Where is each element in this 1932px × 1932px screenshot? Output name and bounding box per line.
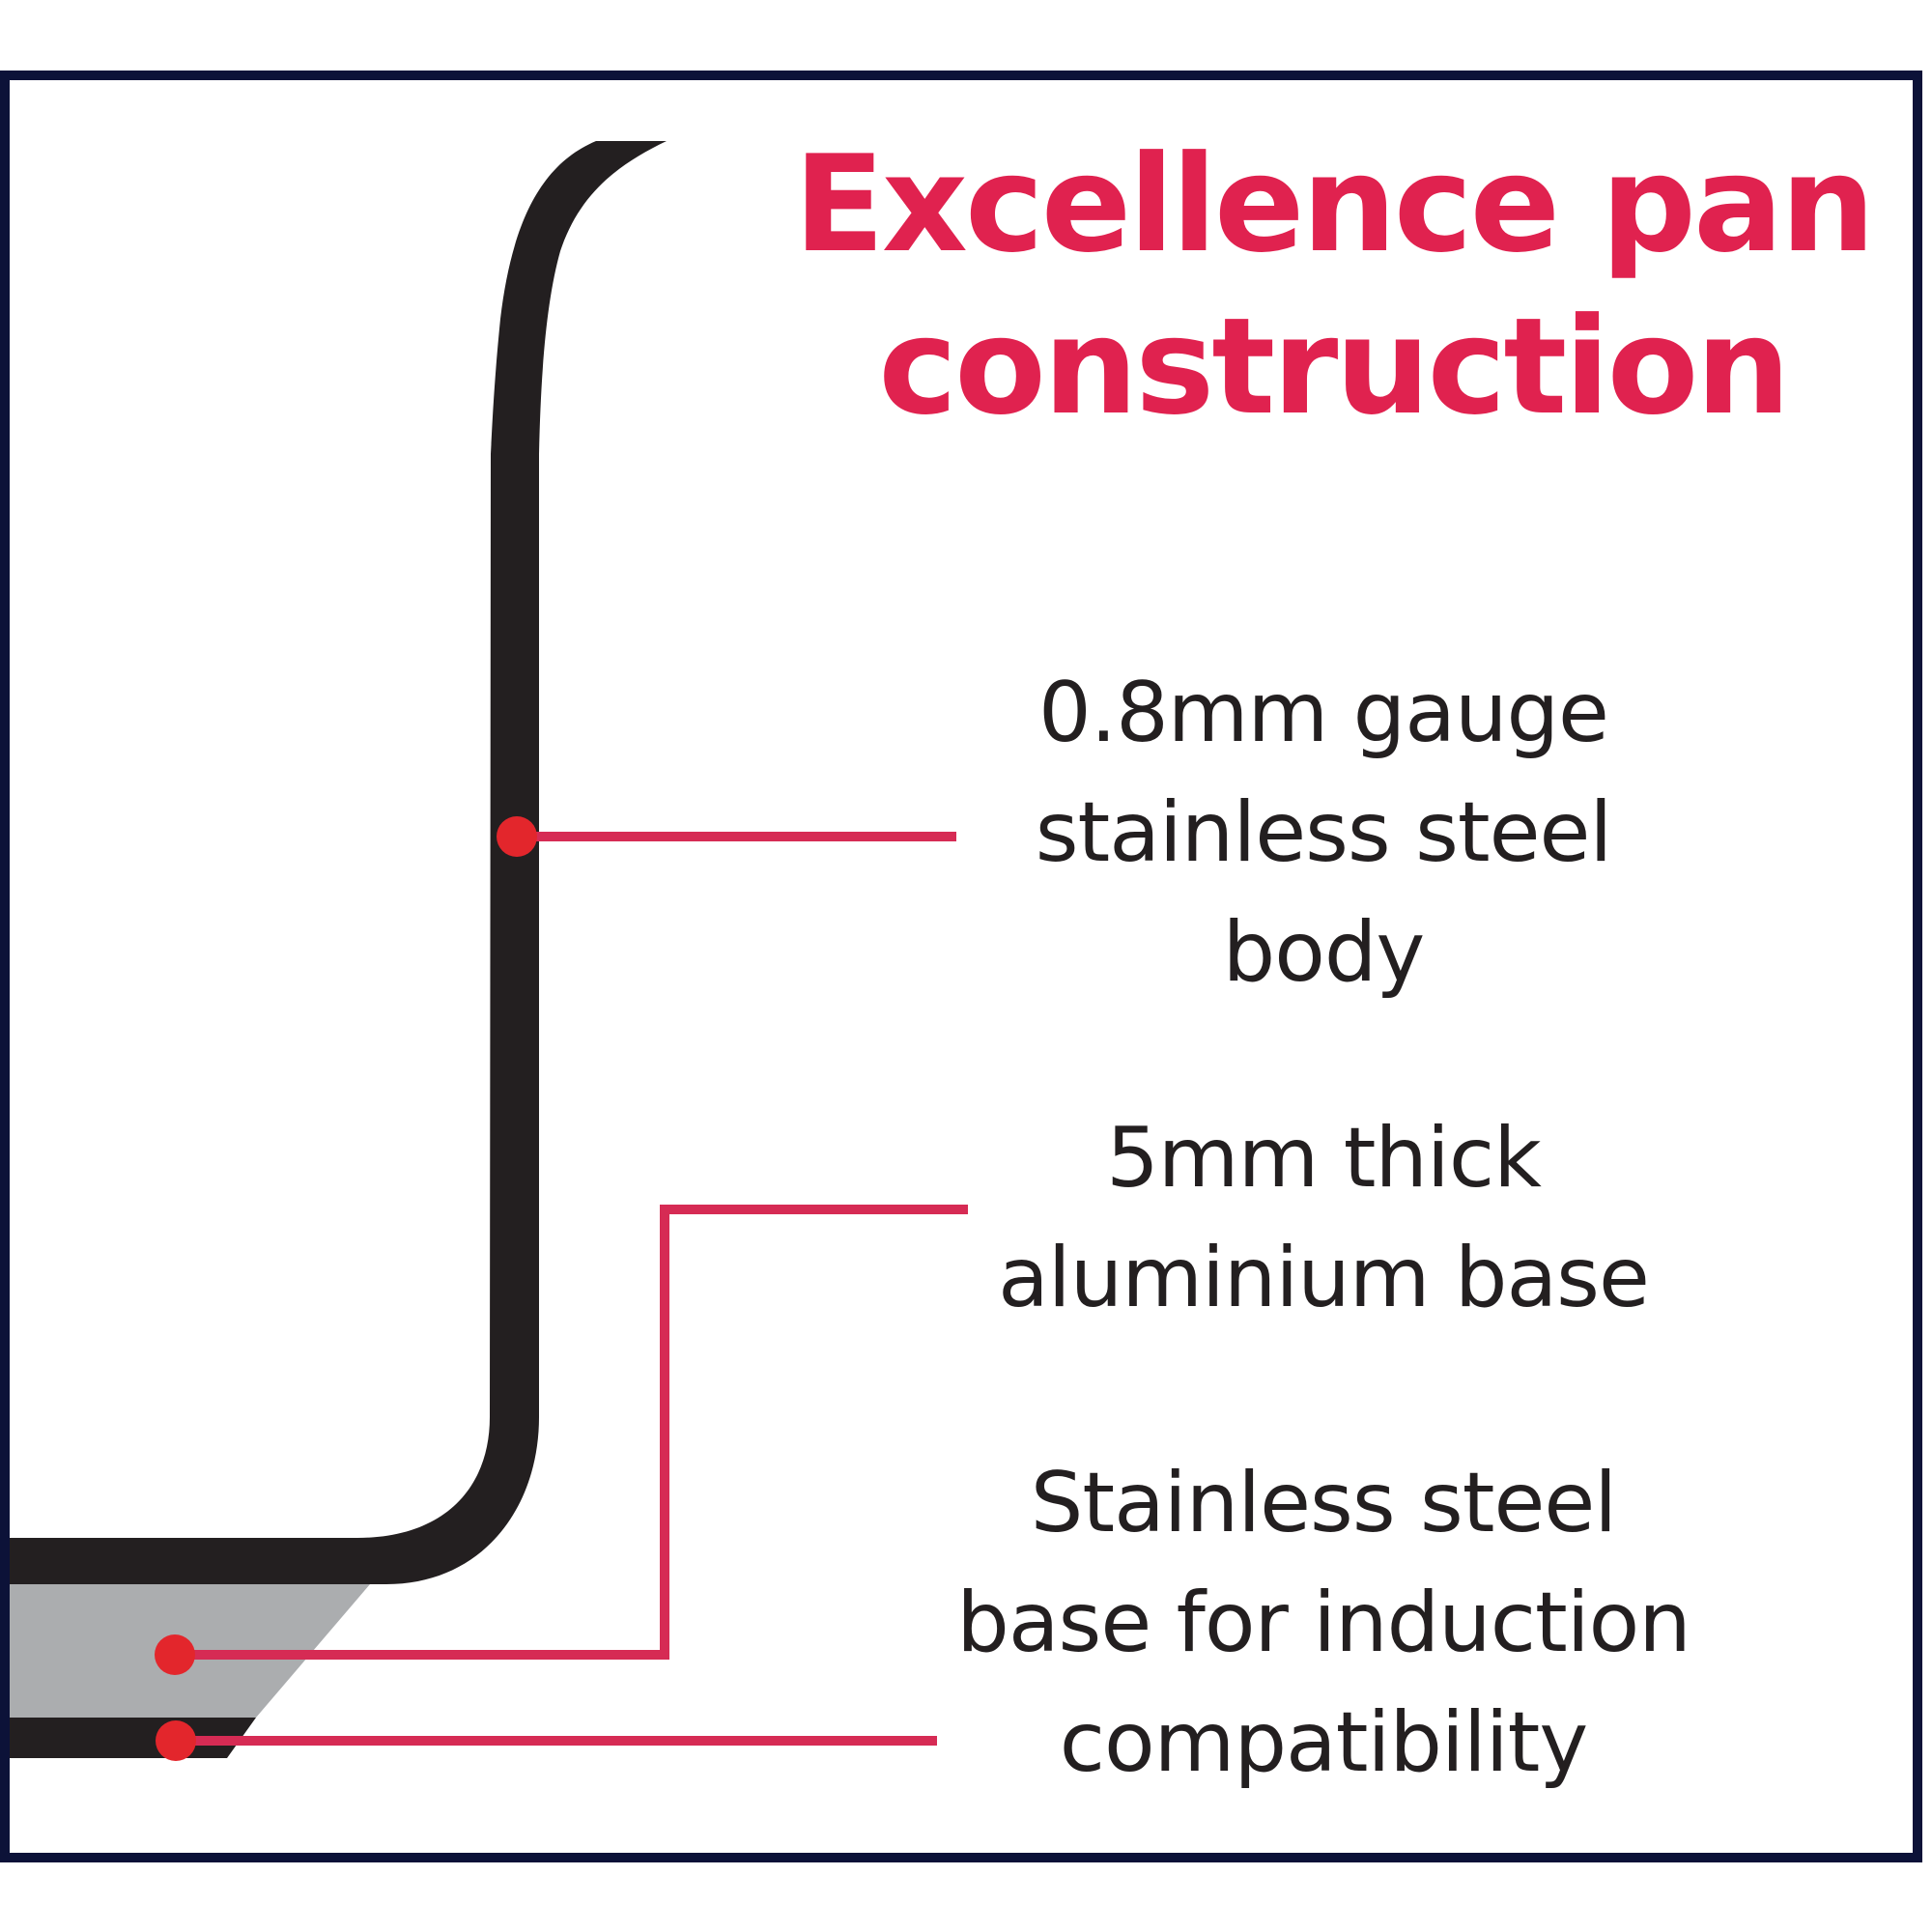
callout-aluminium-line-2: aluminium base [998,1230,1650,1326]
callout-aluminium-line-1: 5mm thick [1106,1110,1542,1207]
callout-body-line-2: stainless steel [1035,784,1613,881]
leader-dot-aluminium [155,1634,195,1675]
title-line-1: Excellence pan [793,127,1876,282]
leader-dot-induction [156,1720,196,1761]
callout-label-induction-base: Stainless steel base for induction compa… [908,1443,1739,1803]
callout-label-body: 0.8mm gauge stainless steel body [927,653,1719,1012]
diagram-title: Excellence pan construction [792,124,1876,448]
callout-induction-line-2: base for induction [956,1575,1690,1671]
callout-induction-line-3: compatibility [1059,1694,1588,1791]
pan-body-wall [10,141,667,1584]
title-line-2: construction [878,289,1790,444]
callout-body-line-1: 0.8mm gauge [1038,665,1609,761]
callout-body-line-3: body [1222,904,1426,1001]
leader-line-aluminium [175,1205,968,1660]
callout-label-aluminium-base: 5mm thick aluminium base [927,1098,1719,1338]
callout-induction-line-1: Stainless steel [1030,1455,1617,1551]
leader-dot-body [497,816,537,857]
